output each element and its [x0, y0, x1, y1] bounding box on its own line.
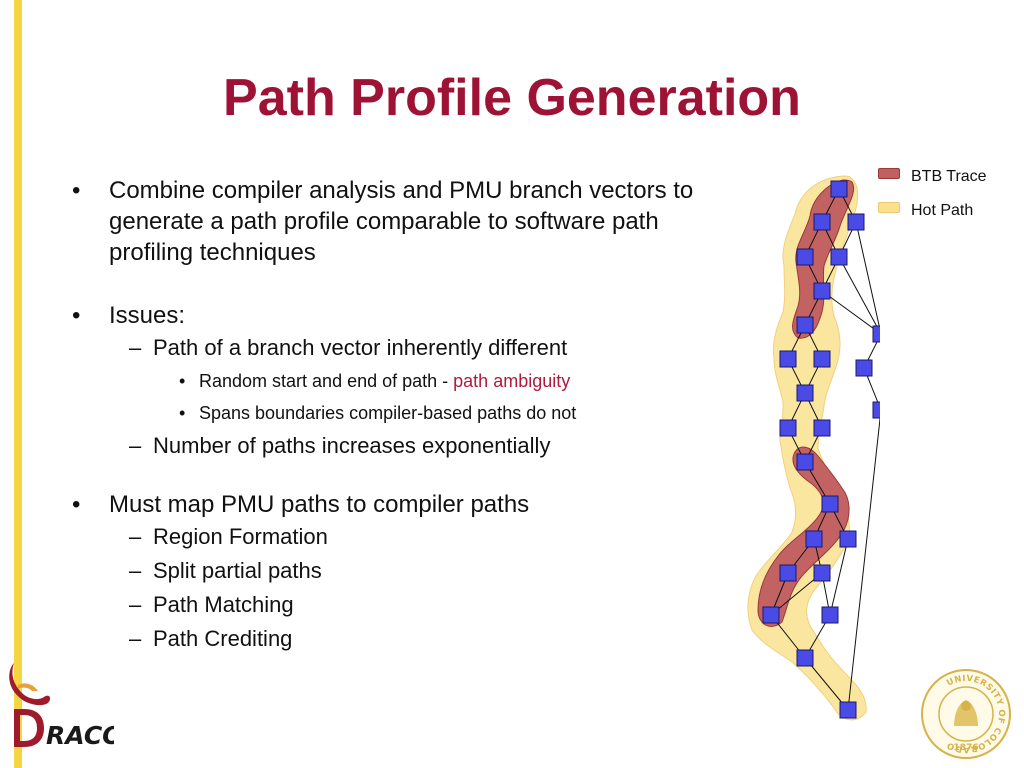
cfg-node — [813, 213, 831, 231]
random-start-text: Random start and end of path - — [199, 371, 454, 391]
btb-trace-segment-top — [792, 179, 854, 339]
path-ambiguity-highlight: path ambiguity — [453, 371, 571, 391]
cfg-nodes — [762, 180, 880, 719]
sub-sub-bullet-spans: Spans boundaries compiler-based paths do… — [72, 397, 732, 429]
sub-bullet-path-of-branch: Path of a branch vector inherently diffe… — [72, 331, 732, 365]
cfg-node — [872, 401, 880, 419]
cfg-diagram — [747, 175, 880, 721]
cfg-node — [779, 350, 797, 368]
cfg-node — [805, 530, 823, 548]
draco-logo: RACO — [9, 663, 114, 750]
bullet-combine: Combine compiler analysis and PMU branch… — [72, 175, 732, 268]
cfg-node — [872, 325, 880, 343]
legend-label-hot: Hot Path — [911, 202, 974, 219]
sub-bullet-matching: Path Matching — [72, 588, 732, 622]
cfg-node — [813, 419, 831, 437]
cfg-node — [839, 701, 857, 719]
cfg-node — [847, 213, 865, 231]
sub-bullet-region: Region Formation — [72, 520, 732, 554]
bullet-must-map: Must map PMU paths to compiler paths — [72, 489, 732, 520]
cfg-node — [830, 248, 848, 266]
cfg-node — [779, 419, 797, 437]
sub-bullet-split: Split partial paths — [72, 554, 732, 588]
cfg-node — [821, 495, 839, 513]
page-title: Path Profile Generation — [223, 69, 801, 127]
cfg-node — [796, 248, 814, 266]
bullet-list: Combine compiler analysis and PMU branch… — [72, 175, 732, 656]
legend-item-hot: Hot Path — [878, 194, 987, 228]
cfg-node — [796, 453, 814, 471]
cfg-node — [796, 649, 814, 667]
cfg-node — [762, 606, 780, 624]
logo-text: RACO — [46, 721, 114, 750]
sub-sub-bullet-random-start: Random start and end of path - path ambi… — [72, 365, 732, 397]
university-seal: UNIVERSITY OF COLORADO 1876 — [921, 669, 1011, 759]
cfg-node — [779, 564, 797, 582]
seal-year: 1876 — [953, 743, 978, 753]
cfg-node — [839, 530, 857, 548]
legend-item-btb: BTB Trace — [878, 160, 987, 194]
diagram-legend: BTB Trace Hot Path — [878, 160, 987, 228]
cfg-node — [813, 282, 831, 300]
legend-label-btb: BTB Trace — [911, 168, 987, 185]
cfg-node — [813, 350, 831, 368]
cfg-node — [821, 606, 839, 624]
sub-bullet-crediting: Path Crediting — [72, 622, 732, 656]
cfg-node — [796, 384, 814, 402]
cfg-node — [796, 316, 814, 334]
bullet-issues: Issues: — [72, 300, 732, 331]
btb-trace-swatch — [878, 167, 900, 179]
hot-path-swatch — [878, 201, 900, 213]
dragon-icon — [9, 663, 51, 706]
cfg-node — [813, 564, 831, 582]
accent-bar — [14, 0, 22, 768]
cfg-node — [855, 359, 873, 377]
logo-letter-d — [14, 709, 44, 747]
cfg-node — [830, 180, 848, 198]
sub-bullet-num-paths: Number of paths increases exponentially — [72, 429, 732, 463]
